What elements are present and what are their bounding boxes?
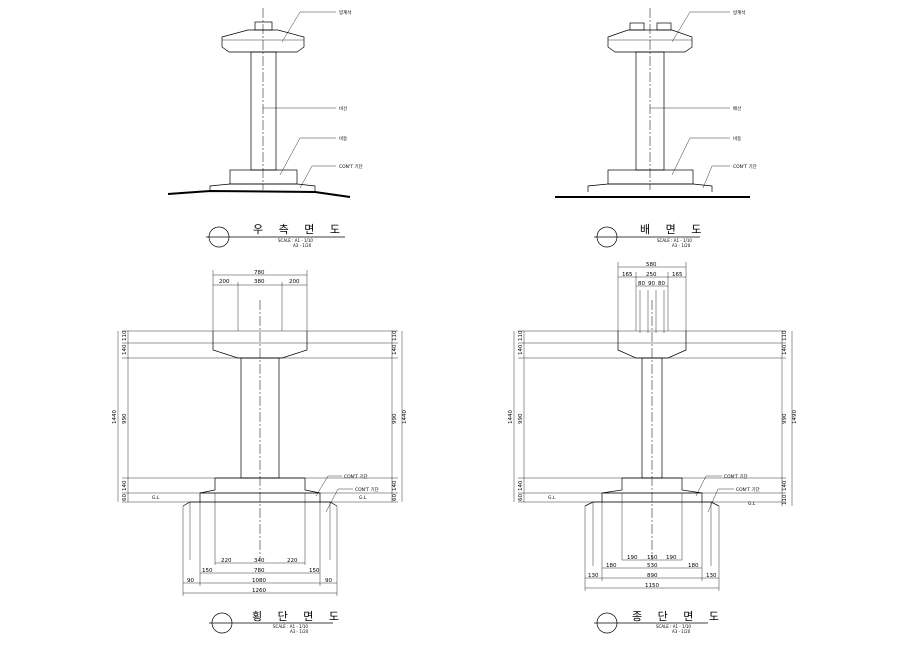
dim-bottom: 130: [706, 573, 717, 579]
note-foundation: CON'T 기단: [344, 473, 368, 480]
dim-left: 140: [122, 480, 128, 491]
view-title: 배 면 도: [640, 223, 707, 236]
dim-top: 90: [648, 281, 655, 287]
dim-bottom-total: 1150: [645, 583, 659, 589]
dim-bottom: 340: [254, 558, 265, 564]
note-foundation: CON'T 기단: [736, 486, 760, 493]
dim-bottom: 130: [588, 573, 599, 579]
dim-top: 250: [646, 272, 657, 278]
dim-right: 110: [392, 330, 398, 341]
transverse-section: G.L G.L 780 200 380 200 220 340 220 150 …: [112, 270, 408, 634]
dim-bottom-total: 1260: [252, 588, 266, 594]
dim-top: 165: [672, 272, 683, 278]
scale-text: SCALE : A1 - 1/10: [278, 238, 313, 243]
dim-right: 990: [782, 413, 788, 424]
scale-text-a3: A3 - 1/20: [290, 629, 309, 634]
dim-left: 110: [122, 330, 128, 341]
dim-bottom: 1080: [252, 578, 266, 584]
dim-right: 110: [782, 494, 788, 505]
note-shaft: 비선: [339, 105, 347, 112]
view-title: 우 측 면 도: [253, 223, 346, 236]
dim-right: 60: [392, 494, 398, 501]
scale-text: SCALE : A1 - 1/10: [656, 624, 691, 629]
dim-top: 80: [658, 281, 665, 287]
view-title: 횡 단 면 도: [252, 610, 345, 623]
dim-bottom: 150: [647, 555, 658, 561]
dim-right: 140: [392, 480, 398, 491]
dim-right: 140: [782, 344, 788, 355]
dim-bottom: 890: [647, 573, 658, 579]
gl-label: G.L: [748, 501, 756, 507]
dim-top: 80: [638, 281, 645, 287]
back-elevation: 방계석 배선 비등 CON'T 기단 배 면 도 SCALE : A1 - 1/…: [555, 8, 757, 248]
dim-left: 990: [518, 413, 524, 424]
note-foundation: CON'T 기단: [355, 486, 379, 493]
note-shaft: 배선: [733, 105, 741, 112]
note-foundation: CON'T 기단: [339, 163, 363, 170]
gl-label: G.L: [359, 495, 367, 501]
gl-label: G.L: [548, 495, 556, 501]
dim-top: 380: [254, 279, 265, 285]
note-foundation: CON'T 기단: [733, 163, 757, 170]
dim-bottom: 220: [221, 558, 232, 564]
note-base: 비등: [733, 135, 741, 142]
dim-top-total: 780: [254, 270, 265, 276]
dim-right-total: 1440: [402, 410, 408, 424]
longitudinal-section: G.L G.L 580 165 250 165 80 90 80 190 150…: [508, 262, 798, 634]
note-foundation: CON'T 기단: [724, 473, 748, 480]
dim-right-total: 1490: [792, 410, 798, 424]
scale-text-a3: A3 - 1/20: [672, 629, 691, 634]
dim-bottom: 90: [187, 578, 194, 584]
dim-bottom: 530: [647, 563, 658, 569]
dim-left: 140: [122, 344, 128, 355]
dim-left: 60: [518, 494, 524, 501]
dim-top-total: 580: [646, 262, 657, 268]
dim-bottom: 190: [666, 555, 677, 561]
dim-left-total: 1440: [112, 410, 118, 424]
dim-left-total: 1440: [508, 410, 514, 424]
dim-left: 140: [518, 344, 524, 355]
view-title: 종 단 면 도: [632, 610, 725, 623]
dim-left: 60: [122, 494, 128, 501]
dim-bottom: 90: [325, 578, 332, 584]
dim-top: 200: [289, 279, 300, 285]
dim-right: 110: [782, 330, 788, 341]
note-pedestal: 방계석: [733, 9, 745, 16]
scale-text: SCALE : A1 - 1/10: [657, 238, 692, 243]
dim-left: 990: [122, 413, 128, 424]
dim-bottom: 220: [287, 558, 298, 564]
dim-left: 110: [518, 330, 524, 341]
dim-right: 140: [782, 480, 788, 491]
scale-text-a3: A3 - 1/20: [672, 243, 691, 248]
dim-bottom: 780: [254, 568, 265, 574]
scale-text-a3: A3 - 1/20: [293, 243, 312, 248]
dim-right: 990: [392, 413, 398, 424]
dim-right: 140: [392, 344, 398, 355]
dim-bottom: 180: [606, 563, 617, 569]
dim-top: 200: [219, 279, 230, 285]
scale-text: SCALE : A1 - 1/10: [273, 624, 308, 629]
right-side-elevation: 방계석 비선 비등 CON'T 기단 우 측 면 도 SCALE : A1 - …: [167, 8, 363, 248]
dim-bottom: 180: [688, 563, 699, 569]
dim-top: 165: [622, 272, 633, 278]
dim-bottom: 150: [202, 568, 213, 574]
gl-label: G.L: [152, 495, 160, 501]
dim-bottom: 190: [627, 555, 638, 561]
dim-left: 140: [518, 480, 524, 491]
note-base: 비등: [339, 135, 347, 142]
dim-bottom: 150: [309, 568, 320, 574]
note-pedestal: 방계석: [339, 9, 351, 16]
